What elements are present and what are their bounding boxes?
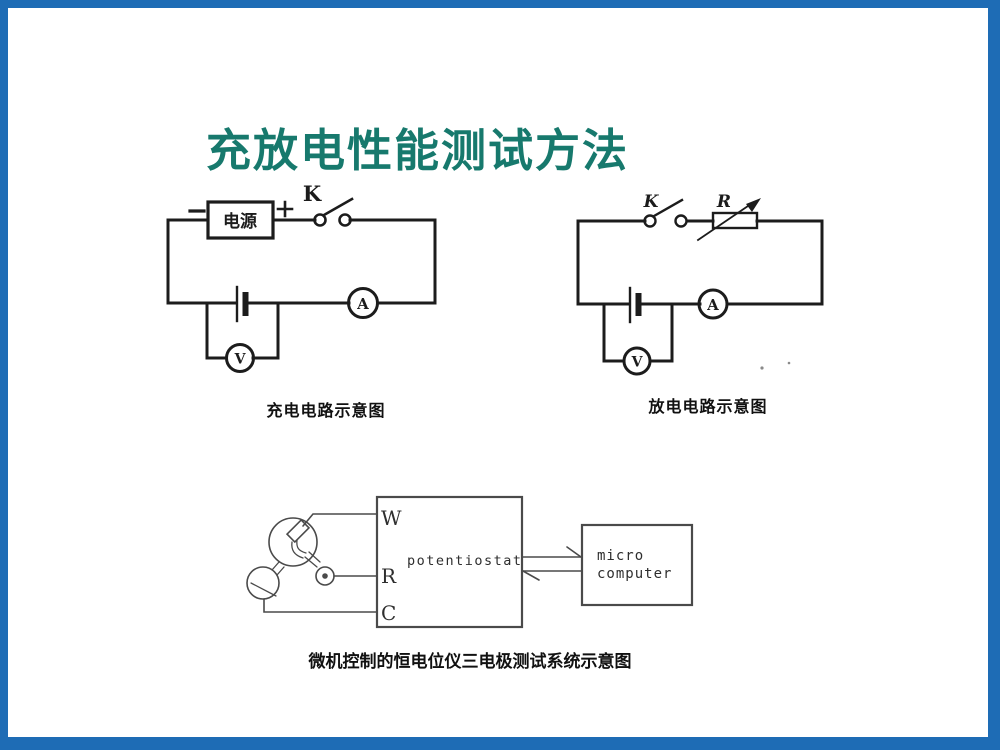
potentiostat-box [375,495,524,629]
resistor-box-icon [711,211,759,230]
resistor-arrow-head-icon [746,198,761,212]
flask-neck-icon [271,561,285,576]
discharge-circuit-caption: 放电电路示意图 [648,397,768,416]
scan-speck [787,361,791,365]
switch-contact-icon [338,213,352,227]
voltmeter-icon [622,346,652,376]
charge-circuit-wires [166,197,437,373]
switch-contact-icon [643,214,657,228]
reference-electrode-dot-icon [322,573,328,579]
wire [725,219,824,306]
ammeter-label: A [706,296,719,314]
three-electrode-system-caption: 微机控制的恒电位仪三电极测试系统示意图 [308,652,632,672]
arrow-right-icon [566,546,582,558]
voltmeter-icon [225,343,255,373]
arrow-left-icon [522,570,540,581]
charge-circuit-diagram: 电源 K A V [166,181,437,373]
switch-label: K [643,192,660,212]
scan-speck [760,366,764,370]
luggin-tube-icon [291,541,304,559]
microcomputer-label-line2: computer [597,566,672,582]
terminal-c-label: C [381,601,396,625]
discharge-circuit-diagram: K R A V [576,192,824,376]
power-source-box [206,200,275,240]
wire [251,301,280,360]
three-electrode-system-diagram: W R C potentiostat micro computer [246,495,694,629]
working-lead-wire [302,513,378,527]
tube-to-reference-icon [304,551,321,568]
microcomputer-label-line1: micro [597,548,644,564]
plus-sign-icon [276,200,294,218]
potentiostat-label: potentiostat [407,553,523,569]
charge-circuit-caption: 充电电路示意图 [266,401,386,420]
switch-label: K [303,181,322,206]
luggin-tube-icon [296,539,307,554]
switch-contact-icon [313,213,327,227]
resistor-label: R [716,192,731,212]
wire [576,219,647,306]
wire [166,218,238,305]
page-title: 充放电性能测试方法 [206,124,630,178]
microcomputer-box [580,523,694,607]
electrode-cell-group [246,495,694,629]
cell-flask-icon [268,517,318,567]
voltmeter-label: V [234,352,247,368]
wire [348,218,437,305]
voltmeter-label: V [631,355,644,371]
switch-lever-icon [322,197,354,217]
switch-contact-icon [674,214,688,228]
terminal-w-label: W [381,506,402,530]
ammeter-icon [347,287,379,319]
switch-lever-icon [652,198,684,218]
counter-lead-wire [263,598,378,613]
terminal-r-label: R [381,564,397,588]
counter-electrode-flask-icon [246,566,280,600]
power-source-label: 电源 [223,211,257,232]
resistor-arrow-shaft-icon [696,204,750,242]
counter-electrode-icon [250,582,277,597]
ammeter-icon [697,288,729,320]
ammeter-label: A [356,295,369,313]
discharge-circuit-wires [576,198,824,376]
wire [602,302,626,363]
wire [205,301,228,360]
wire [648,302,674,363]
